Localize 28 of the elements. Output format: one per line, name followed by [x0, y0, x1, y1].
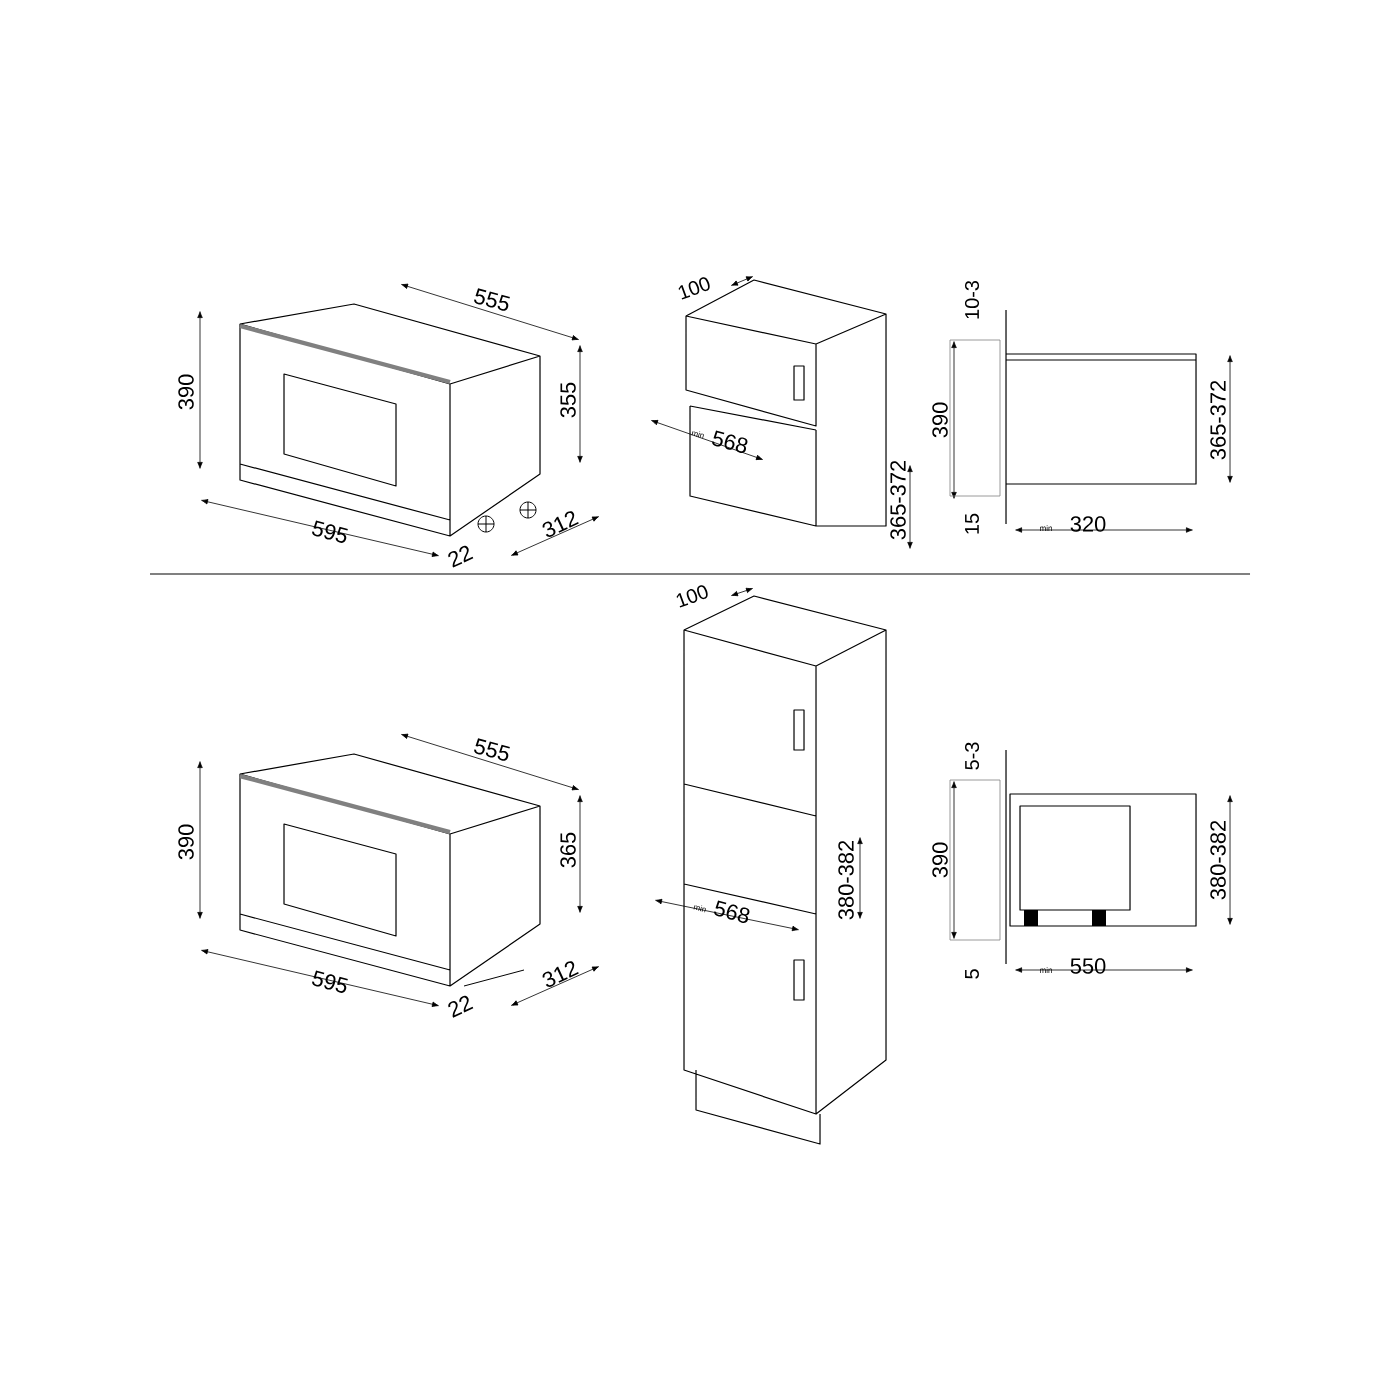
dimension-label: 390	[932, 842, 948, 878]
dimension-label: 355	[560, 382, 576, 418]
dimension-label: 320	[1070, 516, 1106, 532]
dimension-label: 5	[965, 969, 979, 979]
dimension-label: 365	[560, 832, 576, 868]
dimension-label: 312	[542, 511, 579, 537]
dimension-label: 22	[448, 545, 474, 568]
dimension-label: 595	[312, 970, 348, 993]
dimension-label: 100	[678, 277, 710, 300]
dimension-label: 390	[178, 374, 194, 410]
dimension-label: 390	[178, 824, 194, 860]
dimension-label: 100	[676, 585, 708, 608]
dimension-label: 22	[448, 995, 474, 1018]
dimension-label: 568	[714, 900, 750, 923]
dimension-label: 595	[312, 520, 348, 543]
dimension-label: 555	[474, 288, 510, 311]
dimension-label: 380-382	[1210, 820, 1226, 900]
dimension-label: 380-382	[838, 840, 854, 920]
dimension-label: 312	[542, 961, 579, 987]
dimension-label: 568	[712, 430, 748, 453]
dimension-label: 555	[474, 738, 510, 761]
dimension-label: 10-3	[964, 280, 980, 319]
dimension-label: 5-3	[964, 742, 980, 770]
dimension-label: 365-372	[1210, 380, 1226, 460]
dimension-label: 550	[1070, 958, 1106, 974]
dimension-label: 365-372	[890, 460, 906, 540]
dimension-label: 390	[932, 402, 948, 438]
dimension-label: 15	[965, 513, 979, 534]
